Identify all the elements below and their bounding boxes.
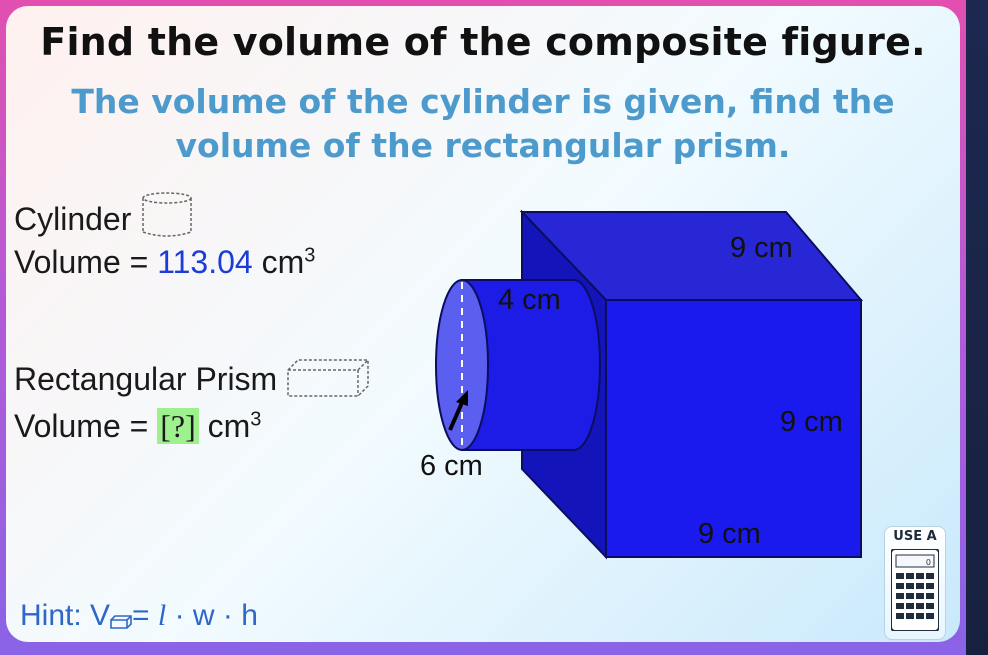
prism-volume-exponent: 3 xyxy=(250,408,262,431)
cylinder-label: Cylinder xyxy=(14,201,132,237)
prism-volume-unit: cm xyxy=(207,408,251,444)
prism-volume-label: Volume = xyxy=(14,408,149,444)
prism-label: Rectangular Prism xyxy=(14,361,278,397)
cylinder-body xyxy=(461,279,601,451)
dim-prism-height: 9 cm xyxy=(780,406,843,438)
composite-figure xyxy=(435,209,864,560)
prism-volume-row: Volume = [?] cm3 xyxy=(14,408,261,445)
problem-card: Find the volume of the composite figure.… xyxy=(6,6,960,642)
outer-frame: Find the volume of the composite figure.… xyxy=(0,0,966,655)
hint-formula-rest: · w · h xyxy=(174,599,258,632)
prism-subscript-icon xyxy=(110,615,132,629)
dim-prism-width: 9 cm xyxy=(698,518,761,550)
cylinder-volume-label: Volume = xyxy=(14,244,149,280)
calculator-icon: 0 xyxy=(891,549,939,631)
cylinder-label-row: Cylinder xyxy=(14,190,194,238)
hint-prefix: Hint: xyxy=(20,599,82,632)
calculator-button[interactable]: USE A 0 xyxy=(884,526,946,640)
prism-label-row: Rectangular Prism xyxy=(14,358,370,398)
hint-volume-symbol: V xyxy=(90,599,111,632)
svg-text:0: 0 xyxy=(926,558,931,567)
diameter-arrow-head xyxy=(456,390,468,406)
dim-cylinder-length: 4 cm xyxy=(498,284,561,316)
right-edge-strip xyxy=(966,0,988,655)
prism-front-face xyxy=(605,299,862,558)
cylinder-icon xyxy=(142,192,193,237)
instruction-text: The volume of the cylinder is given, fin… xyxy=(71,82,895,165)
dim-cylinder-diameter: 6 cm xyxy=(420,450,483,482)
answer-input[interactable]: [?] xyxy=(157,408,199,444)
hint-formula: Hint: V = l · w · h xyxy=(20,599,258,633)
cylinder-volume-value: 113.04 xyxy=(157,244,253,280)
cylinder-volume-row: Volume = 113.04 cm3 xyxy=(14,244,315,281)
hint-equals: = xyxy=(132,599,150,632)
page-title: Find the volume of the composite figure. xyxy=(40,20,926,64)
calculator-label: USE A xyxy=(893,529,937,544)
dim-prism-depth: 9 cm xyxy=(730,232,793,264)
hint-length-var: l xyxy=(157,599,167,632)
cylinder-volume-unit: cm xyxy=(261,244,305,280)
cylinder-volume-exponent: 3 xyxy=(304,244,316,267)
rectangular-prism-icon xyxy=(287,359,369,397)
